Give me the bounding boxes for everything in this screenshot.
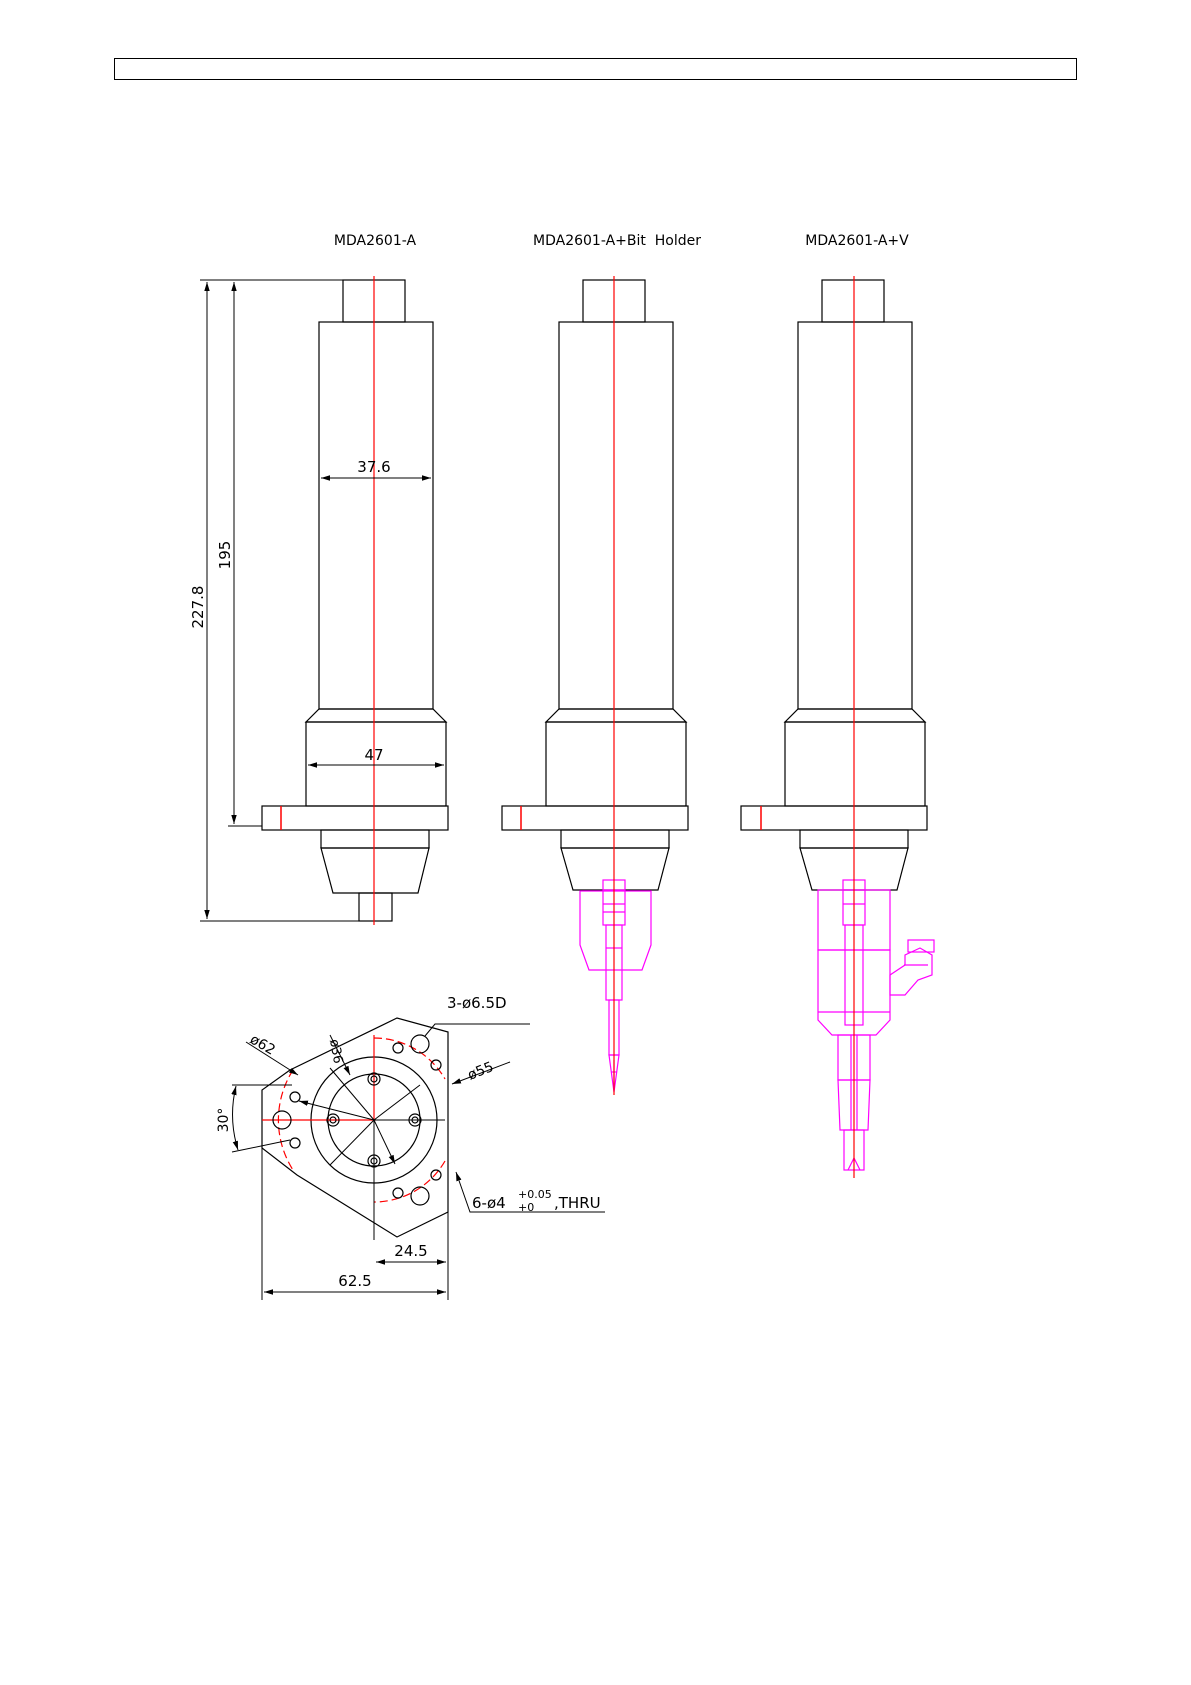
dim-collar-diameter: 47 <box>364 746 383 764</box>
model-label-a-v: MDA2601-A+V <box>805 233 909 249</box>
model-label-a: MDA2601-A <box>334 233 417 249</box>
screwdriver-view-vacuum <box>741 280 927 890</box>
dim-body-length: 195 <box>216 541 234 570</box>
label-dim-62-5: 62.5 <box>338 1272 371 1290</box>
dim-lines-a <box>200 280 444 921</box>
label-tol-upper: +0.05 <box>518 1188 552 1201</box>
label-mount-holes: 3-ø6.5D <box>447 994 507 1012</box>
label-angle-30: 30° <box>216 1108 232 1133</box>
bit-holder-accessory <box>580 880 651 1092</box>
screwdriver-view-a <box>262 280 448 921</box>
screwdriver-view-bit-holder <box>502 280 688 890</box>
label-tol-lower: +0 <box>518 1201 534 1214</box>
label-dia-62: ø62 <box>247 1032 278 1059</box>
label-dia-36: ø36 <box>326 1038 345 1065</box>
flange-bottom-view: 3-ø6.5D ø62 ø36 ø55 30° 6-ø4 +0.05 +0 ,T… <box>216 994 605 1300</box>
vacuum-accessory <box>818 880 934 1170</box>
flange-outline <box>262 1018 448 1237</box>
label-thru: ,THRU <box>554 1194 601 1212</box>
label-dia-55: ø55 <box>466 1059 496 1084</box>
label-thru-holes: 6-ø4 <box>472 1194 506 1212</box>
dim-overall-length: 227.8 <box>189 586 207 629</box>
label-dim-24-5: 24.5 <box>394 1242 427 1260</box>
model-label-a-bit-holder: MDA2601-A+Bit Holder <box>533 233 701 249</box>
dim-body-diameter: 37.6 <box>357 458 390 476</box>
